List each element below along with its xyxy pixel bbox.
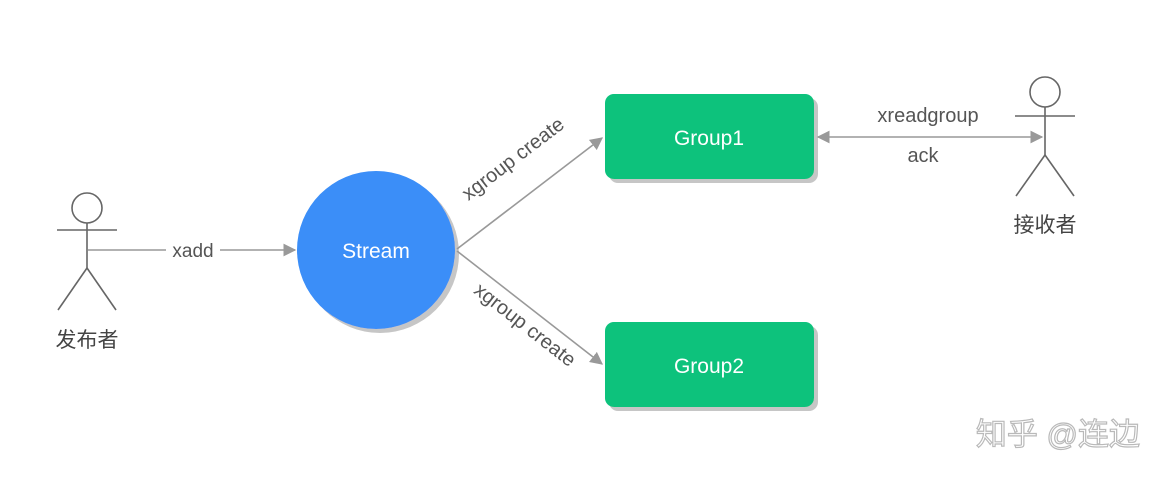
receiver-actor bbox=[1015, 76, 1075, 197]
create-group1-label: xgroup create bbox=[458, 113, 569, 205]
group1-node bbox=[605, 94, 814, 179]
group2-node bbox=[605, 322, 814, 407]
group1-label: Group1 bbox=[674, 127, 744, 150]
watermark: 知乎 @连边 bbox=[976, 417, 1140, 452]
create-group2-label: xgroup create bbox=[470, 279, 580, 371]
receiver-label: 接收者 bbox=[1014, 214, 1077, 237]
create-group1-arrow bbox=[456, 137, 604, 250]
xadd-label: xadd bbox=[172, 241, 213, 262]
ack-label: ack bbox=[907, 145, 939, 167]
publisher-actor bbox=[57, 192, 117, 311]
readgroup-label: xreadgroup bbox=[877, 105, 978, 127]
group2-label: Group2 bbox=[674, 355, 744, 378]
create-group2-arrow bbox=[456, 250, 604, 365]
publisher-label: 发布者 bbox=[56, 329, 119, 352]
xadd-label-bg bbox=[166, 240, 220, 260]
stream-label: Stream bbox=[342, 240, 410, 263]
stream-node bbox=[297, 171, 455, 329]
